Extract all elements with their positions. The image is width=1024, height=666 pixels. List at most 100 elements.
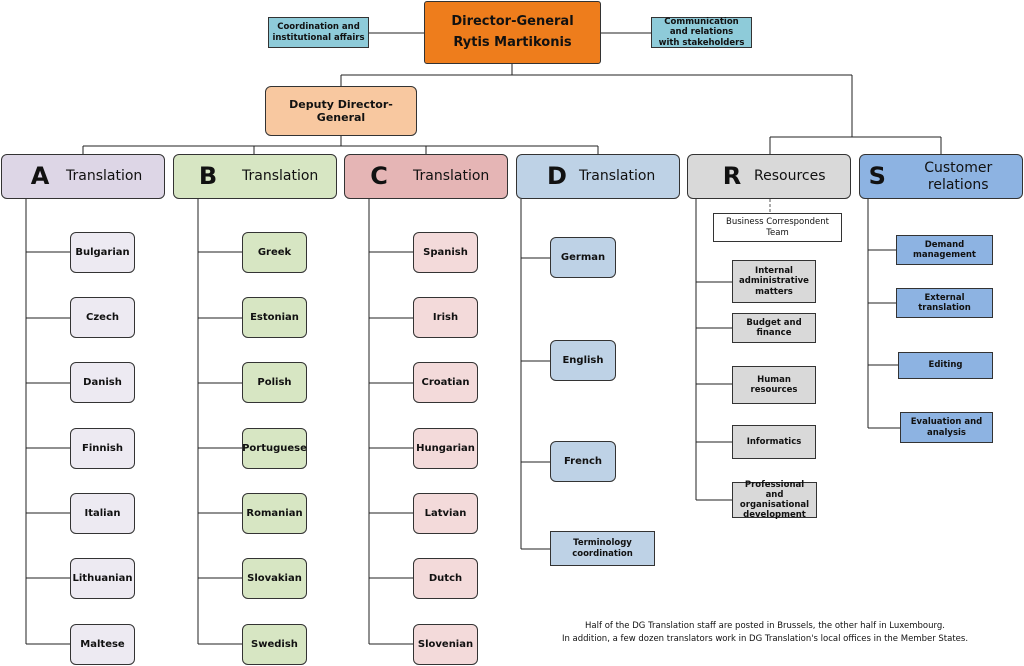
- directorate-r-title: Resources: [754, 168, 826, 185]
- directorate-d-title: Translation: [579, 168, 656, 185]
- director-general-box: Director-General Rytis Martikonis: [424, 1, 601, 64]
- unit-label: Swedish: [251, 638, 298, 650]
- unit-label: Internal administrative matters: [739, 266, 809, 297]
- footnote-line-2: In addition, a few dozen translators wor…: [561, 633, 969, 644]
- unit-label: Evaluation and analysis: [910, 417, 983, 438]
- unit-d-terminology: Terminology coordination: [550, 531, 655, 566]
- unit-label: Professional and organisational developm…: [739, 479, 810, 521]
- directorate-c-title: Translation: [413, 168, 490, 185]
- directorate-r-head: R Resources: [687, 154, 851, 199]
- unit-s-demand-management: Demand management: [896, 235, 993, 265]
- unit-label: Irish: [432, 311, 459, 323]
- unit-label: Terminology coordination: [572, 538, 633, 559]
- communication-box: Communication and relations with stakeho…: [651, 17, 752, 48]
- unit-d-english: English: [550, 340, 616, 381]
- unit-r-business-correspondent: Business Correspondent Team: [713, 213, 842, 242]
- unit-r-internal-admin: Internal administrative matters: [732, 260, 816, 303]
- unit-b-romanian: Romanian: [242, 493, 307, 534]
- unit-label: Bulgarian: [75, 246, 130, 258]
- unit-a-italian: Italian: [70, 493, 135, 534]
- unit-c-dutch: Dutch: [413, 558, 478, 599]
- unit-c-croatian: Croatian: [413, 362, 478, 403]
- unit-b-swedish: Swedish: [242, 624, 307, 665]
- unit-label: Hungarian: [416, 442, 475, 454]
- unit-label: Croatian: [421, 376, 470, 388]
- unit-label: Polish: [257, 376, 292, 388]
- unit-label: External translation: [918, 292, 971, 313]
- unit-a-finnish: Finnish: [70, 428, 135, 469]
- directorate-c-head: C Translation: [344, 154, 508, 199]
- unit-r-human-resources: Human resources: [732, 366, 816, 404]
- directorate-c-letter: C: [370, 162, 388, 191]
- unit-label: Demand management: [913, 239, 976, 260]
- unit-c-spanish: Spanish: [413, 232, 478, 273]
- unit-d-french: French: [550, 441, 616, 482]
- unit-label: Informatics: [746, 436, 802, 447]
- unit-label: Budget and finance: [746, 317, 802, 338]
- directorate-d-letter: D: [547, 162, 567, 191]
- unit-label: Italian: [84, 507, 121, 519]
- unit-a-bulgarian: Bulgarian: [70, 232, 135, 273]
- footnote: Half of the DG Translation staff are pos…: [540, 620, 990, 646]
- unit-label: Portuguese: [242, 442, 307, 454]
- directorate-s-head: S Customer relations: [859, 154, 1023, 199]
- unit-s-evaluation-analysis: Evaluation and analysis: [900, 412, 993, 443]
- unit-label: German: [560, 251, 606, 263]
- unit-b-estonian: Estonian: [242, 297, 307, 338]
- unit-b-greek: Greek: [242, 232, 307, 273]
- directorate-a-head: A Translation: [1, 154, 165, 199]
- communication-label: Communication and relations with stakeho…: [658, 17, 745, 48]
- unit-a-lithuanian: Lithuanian: [70, 558, 135, 599]
- unit-label: Dutch: [428, 572, 463, 584]
- unit-c-hungarian: Hungarian: [413, 428, 478, 469]
- unit-label: Slovakian: [247, 572, 302, 584]
- unit-a-czech: Czech: [70, 297, 135, 338]
- unit-label: Lithuanian: [72, 572, 133, 584]
- unit-r-budget-finance: Budget and finance: [732, 313, 816, 343]
- unit-label: Romanian: [246, 507, 303, 519]
- unit-a-danish: Danish: [70, 362, 135, 403]
- directorate-b-title: Translation: [242, 168, 319, 185]
- unit-b-slovakian: Slovakian: [242, 558, 307, 599]
- directorate-b-letter: B: [198, 162, 218, 191]
- unit-label: Estonian: [250, 311, 299, 323]
- unit-label: Finnish: [82, 442, 123, 454]
- unit-label: Maltese: [80, 638, 125, 650]
- unit-d-german: German: [550, 237, 616, 278]
- unit-label: Czech: [86, 311, 119, 323]
- unit-c-irish: Irish: [413, 297, 478, 338]
- directorate-s-title: Customer relations: [924, 159, 993, 193]
- unit-label: Slovenian: [417, 638, 474, 650]
- directorate-d-head: D Translation: [516, 154, 680, 199]
- directorate-s-letter: S: [868, 162, 886, 191]
- directorate-a-title: Translation: [66, 168, 143, 185]
- unit-c-latvian: Latvian: [413, 493, 478, 534]
- unit-label: Business Correspondent Team: [726, 217, 829, 238]
- coordination-box: Coordination and institutional affairs: [268, 17, 369, 48]
- unit-b-polish: Polish: [242, 362, 307, 403]
- directorate-r-letter: R: [722, 162, 742, 191]
- directorate-b-head: B Translation: [173, 154, 337, 199]
- director-name: Rytis Martikonis: [453, 35, 572, 50]
- footnote-line-1: Half of the DG Translation staff are pos…: [585, 621, 945, 631]
- unit-s-external-translation: External translation: [896, 288, 993, 318]
- director-title: Director-General: [451, 14, 574, 30]
- deputy-label: Deputy Director-General: [289, 97, 393, 124]
- unit-label: Spanish: [423, 246, 468, 258]
- unit-label: English: [562, 354, 604, 366]
- unit-label: French: [563, 455, 603, 467]
- unit-a-maltese: Maltese: [70, 624, 135, 665]
- unit-s-editing: Editing: [898, 352, 993, 379]
- unit-label: Editing: [928, 360, 963, 371]
- unit-c-slovenian: Slovenian: [413, 624, 478, 665]
- unit-b-portuguese: Portuguese: [242, 428, 307, 469]
- unit-label: Human resources: [750, 374, 798, 395]
- directorate-a-letter: A: [30, 162, 50, 191]
- deputy-director-box: Deputy Director-General: [265, 86, 417, 136]
- unit-label: Danish: [83, 376, 122, 388]
- unit-label: Greek: [257, 246, 292, 258]
- unit-r-professional-development: Professional and organisational developm…: [732, 479, 817, 521]
- unit-r-informatics: Informatics: [732, 425, 816, 459]
- unit-label: Latvian: [424, 507, 467, 519]
